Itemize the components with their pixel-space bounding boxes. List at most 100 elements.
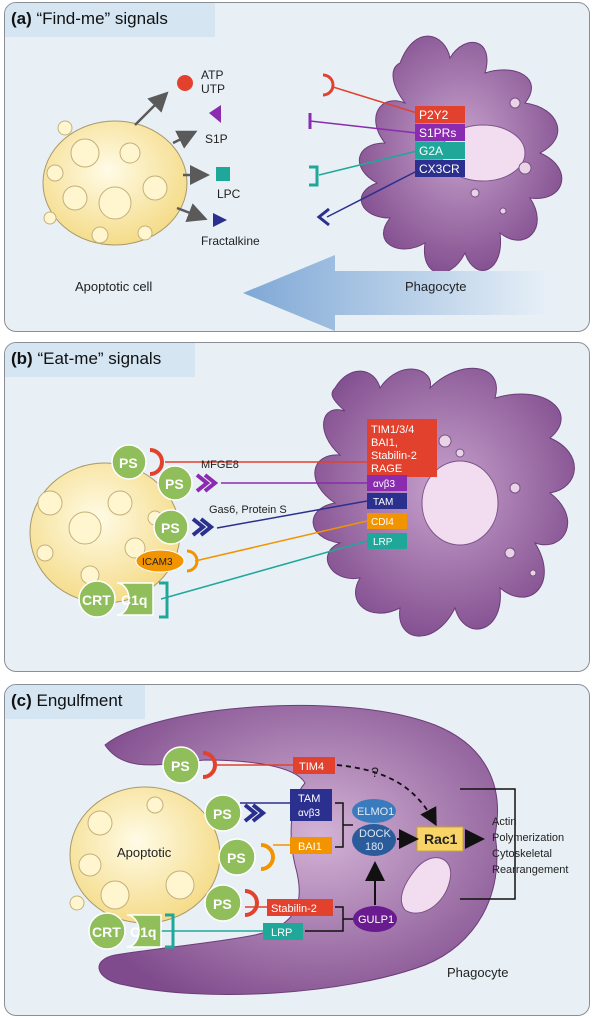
question-mark: ? xyxy=(371,764,379,780)
outcome-label: Cytoskeletal xyxy=(492,848,552,860)
p2y2-binding-site xyxy=(322,73,335,97)
dock180-label: DOCK xyxy=(359,828,391,840)
phagocyte-label: Phagocyte xyxy=(447,965,508,980)
receptor-s1prs xyxy=(415,124,465,141)
title-bar xyxy=(5,685,145,719)
receptor-label: LRP xyxy=(271,927,292,939)
receptor-label: BAI1, xyxy=(371,437,398,449)
apoptotic-label: Apoptotic xyxy=(117,845,172,860)
dock180-label: 180 xyxy=(365,841,383,853)
receptor-label: CDI4 xyxy=(371,517,394,528)
panel-title-text: “Eat-me” signals xyxy=(37,349,162,368)
receptor-label: LRP xyxy=(373,537,393,548)
release-arrow xyxy=(172,130,198,149)
panel-title-text: Engulfment xyxy=(36,691,123,710)
elmo1-label: ELMO1 xyxy=(357,806,394,818)
signal-label-s1p: S1P xyxy=(205,132,228,146)
gulp1-molecule xyxy=(353,906,397,932)
receptor-label: αvβ3 xyxy=(298,808,321,819)
atp-utp-icon xyxy=(177,75,193,91)
c1q-label: C1q xyxy=(130,924,156,940)
phagocyte-nucleus xyxy=(400,857,452,914)
crt-molecule xyxy=(88,912,126,950)
receptor-label: Stabilin-2 xyxy=(371,450,417,462)
rac1-label: Rac1 xyxy=(424,831,458,847)
bridge-icon xyxy=(243,803,267,823)
bridge-label-gas6: Gas6, Protein S xyxy=(209,504,287,516)
ps-molecule xyxy=(157,465,193,501)
receptor-tim-bai1-stabilin-rage xyxy=(367,419,437,477)
signal-label-utp: UTP xyxy=(201,82,225,96)
dock180-molecule xyxy=(352,824,396,856)
find-me-diagram: ATP UTP S1P LPC Fractalkine P2Y2 S1PRs G… xyxy=(5,3,563,331)
receptor-label: TAM xyxy=(373,497,393,508)
crt-label: CRT xyxy=(92,924,121,940)
panel-letter: (b) xyxy=(11,349,33,368)
panel-title-text: “Find-me” signals xyxy=(36,9,168,28)
icam3-label: ICAM3 xyxy=(142,557,173,568)
receptor-cx3cr xyxy=(415,160,465,177)
apoptotic-cell xyxy=(42,120,188,246)
ps-label: PS xyxy=(161,520,180,536)
mfge8-bridge-icon xyxy=(195,473,219,493)
receptor-cd14 xyxy=(367,513,407,529)
panel-title: (b) “Eat-me” signals xyxy=(11,349,161,369)
receptor-stabilin2 xyxy=(267,899,333,916)
release-arrow xyxy=(176,203,208,222)
receptor-label: TIM1/3/4 xyxy=(371,424,414,436)
receptor-lrp xyxy=(367,533,407,549)
ps-molecule xyxy=(162,746,200,784)
signal-label-fractalkine: Fractalkine xyxy=(201,234,260,248)
ps-molecule xyxy=(111,444,147,480)
receptor-label: RAGE xyxy=(371,463,402,475)
receptor-label: G2A xyxy=(419,144,443,158)
receptor-label: S1PRs xyxy=(419,126,456,140)
receptor-tam xyxy=(367,493,407,509)
receptor-label: TAM xyxy=(298,793,320,805)
receptor-label: Stabilin-2 xyxy=(271,903,317,915)
crt-label: CRT xyxy=(82,592,111,608)
g2a-binding-site xyxy=(309,165,319,187)
lpc-icon xyxy=(216,167,230,181)
receptor-label: αvβ3 xyxy=(373,479,396,490)
ps-molecule xyxy=(204,884,242,922)
apoptotic-cell-label: Apoptotic cell xyxy=(75,279,152,294)
receptor-g2a xyxy=(415,142,465,159)
ps-molecule xyxy=(153,509,189,545)
release-arrow xyxy=(134,91,169,126)
panel-title: (a) “Find-me” signals xyxy=(11,9,168,29)
ps-label: PS xyxy=(213,896,232,912)
phagocyte-label: Phagocyte xyxy=(405,279,466,294)
ps-label: PS xyxy=(227,850,246,866)
panel-title: (c) Engulfment xyxy=(11,691,123,711)
crt-molecule xyxy=(78,580,116,618)
s1p-icon xyxy=(209,105,221,123)
ps-label: PS xyxy=(119,455,138,471)
receptor-alpha-v-beta3 xyxy=(367,475,407,491)
title-bar xyxy=(5,343,195,377)
receptor-bai1 xyxy=(290,837,332,854)
receptor-lrp xyxy=(263,923,303,940)
panel-find-me: ATP UTP S1P LPC Fractalkine P2Y2 S1PRs G… xyxy=(4,2,590,332)
receptor-tim4 xyxy=(293,757,335,774)
outcome-label: Actin xyxy=(492,816,516,828)
engulfment-diagram: Apoptotic PS PS PS PS CRT C1q TIM4 TAM α… xyxy=(5,685,568,995)
panel-eat-me: PS PS MFGE8 PS Gas6, Protein S ICAM3 CRT… xyxy=(4,342,590,672)
ps-label: PS xyxy=(213,806,232,822)
signal-label-lpc: LPC xyxy=(217,187,241,201)
receptor-label: TIM4 xyxy=(299,761,324,773)
receptor-label: CX3CR xyxy=(419,162,460,176)
receptor-p2y2 xyxy=(415,106,465,123)
elmo1-molecule xyxy=(352,799,396,823)
eat-me-diagram: PS PS MFGE8 PS Gas6, Protein S ICAM3 CRT… xyxy=(5,343,575,637)
outcome-label: Rearrangement xyxy=(492,864,568,876)
panel-engulfment: Apoptotic PS PS PS PS CRT C1q TIM4 TAM α… xyxy=(4,684,590,1016)
signal-label-atp: ATP xyxy=(201,68,223,82)
c1q-molecule xyxy=(116,582,154,616)
panel-letter: (a) xyxy=(11,9,32,28)
outcome-label: Polymerization xyxy=(492,832,564,844)
title-bar xyxy=(5,3,215,37)
panel-letter: (c) xyxy=(11,691,32,710)
ps-molecule xyxy=(218,838,256,876)
gas6-bridge-icon xyxy=(191,517,215,537)
